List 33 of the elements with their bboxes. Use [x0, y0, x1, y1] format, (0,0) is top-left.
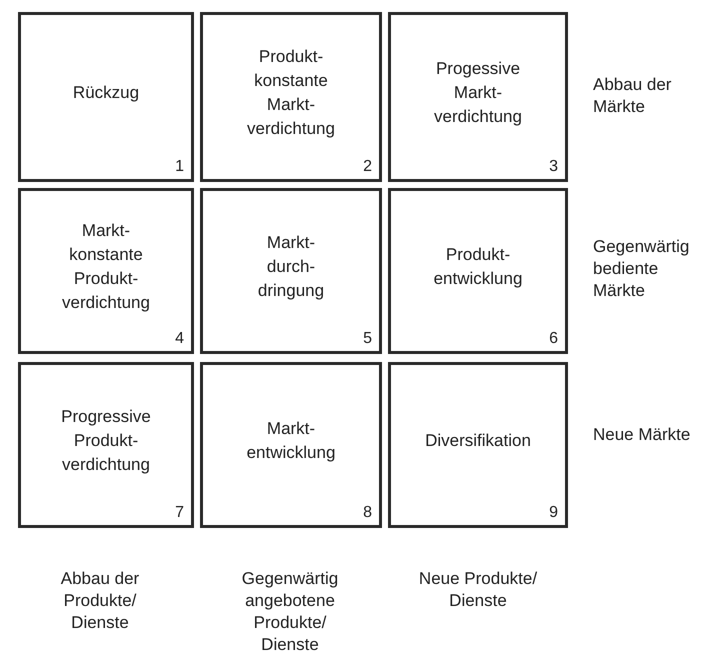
column-label: Neue Produkte/ Dienste: [418, 568, 538, 612]
strategy-box: [200, 362, 382, 528]
strategy-name: Markt- konstante Produkt- verdichtung: [61, 220, 151, 314]
strategy-box: [388, 188, 568, 354]
cell-number: 4: [175, 329, 184, 349]
row-label: Gegenwärtig bediente Märkte: [593, 236, 690, 302]
strategy-name: Produkt- entwicklung: [432, 244, 524, 290]
strategy-box: [388, 362, 568, 528]
cell-number: 9: [549, 503, 558, 523]
strategy-name: Markt- entwicklung: [246, 418, 336, 464]
strategy-box: [18, 12, 194, 182]
strategy-name: Diversifikation: [424, 430, 532, 452]
strategy-box: [200, 12, 382, 182]
strategy-name: Progessive Markt- verdichtung: [433, 58, 523, 128]
strategy-name: Rückzug: [72, 82, 140, 104]
cell-number: 3: [549, 157, 558, 177]
cell-number: 7: [175, 503, 184, 523]
strategy-name: Markt- durch- dringung: [256, 232, 326, 302]
strategy-name: Produkt- konstante Markt- verdichtung: [246, 46, 336, 140]
row-label: Abbau der Märkte: [593, 74, 672, 118]
cell-number: 2: [363, 157, 372, 177]
row-label: Neue Märkte: [593, 424, 692, 446]
strategy-name: Progressive Produkt- verdichtung: [60, 406, 152, 476]
cell-number: 1: [175, 157, 184, 177]
cell-number: 5: [363, 329, 372, 349]
strategy-box: [18, 188, 194, 354]
cell-number: 6: [549, 329, 558, 349]
strategy-box: [388, 12, 568, 182]
column-label: Gegenwärtig angebotene Produkte/ Dienste: [240, 568, 340, 654]
column-label: Abbau der Produkte/ Dienste: [60, 568, 140, 634]
strategy-box: [18, 362, 194, 528]
cell-number: 8: [363, 503, 372, 523]
strategy-box: [200, 188, 382, 354]
